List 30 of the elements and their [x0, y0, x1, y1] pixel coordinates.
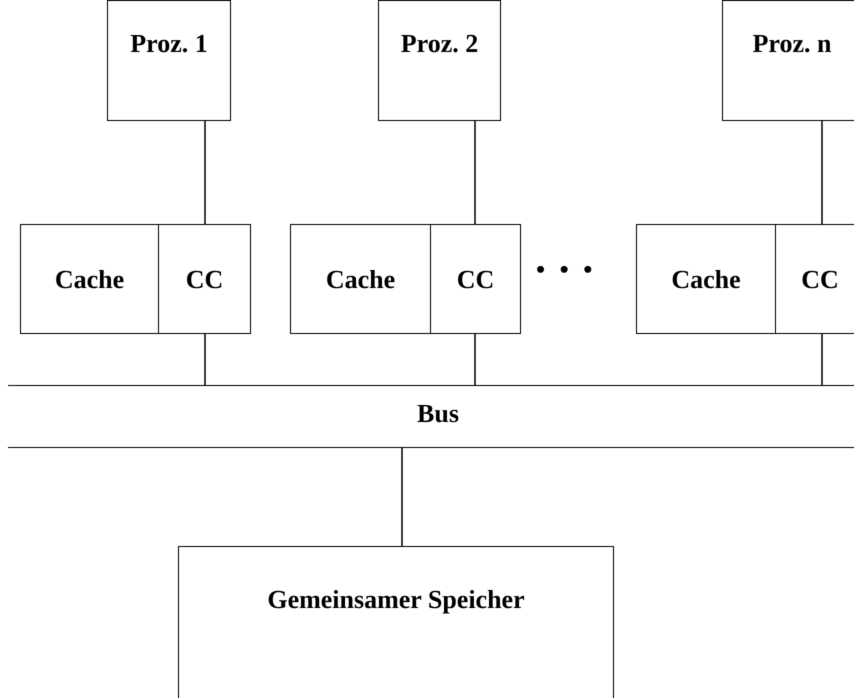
processor-box — [722, 0, 854, 121]
node-label: Gemeinsamer Speicher — [266, 585, 526, 615]
node-label: CC — [184, 265, 224, 295]
connector-line — [474, 121, 476, 224]
memory-box — [178, 546, 614, 698]
processor-box — [107, 0, 231, 121]
connector-line — [821, 121, 823, 224]
node-label: Cache — [324, 265, 396, 295]
node-label: Proz. n — [752, 29, 832, 59]
bus-band — [8, 385, 854, 448]
cache-box — [20, 224, 159, 334]
node-label: Cache — [54, 265, 126, 295]
processor-box — [378, 0, 501, 121]
connector-line — [204, 121, 206, 224]
node-label: Proz. 2 — [400, 29, 480, 59]
node-label: Bus — [416, 399, 460, 429]
connector-line — [821, 334, 823, 385]
cache-controller-box — [775, 224, 854, 334]
node-label: Cache — [670, 265, 742, 295]
cache-box — [290, 224, 431, 334]
node-label: CC — [800, 265, 840, 295]
cache-controller-box — [430, 224, 521, 334]
ellipsis: • • • — [536, 255, 596, 285]
cache-box — [636, 224, 776, 334]
connector-line — [204, 334, 206, 385]
cache-controller-box — [158, 224, 251, 334]
connector-line — [401, 448, 403, 546]
connector-line — [474, 334, 476, 385]
node-label: CC — [456, 265, 496, 295]
node-label: Proz. 1 — [129, 29, 209, 59]
